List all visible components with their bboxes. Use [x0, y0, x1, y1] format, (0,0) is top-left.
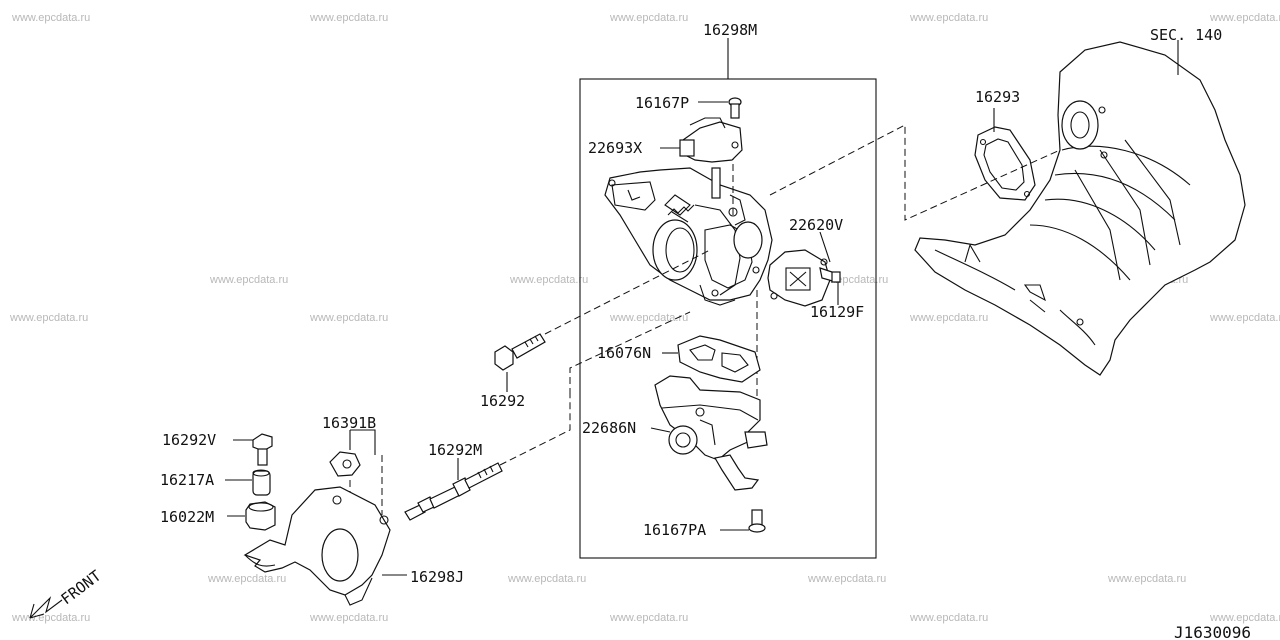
watermark: www.epcdata.ru [909, 312, 988, 324]
watermark: www.epcdata.ru [909, 612, 988, 624]
watermark: www.epcdata.ru [509, 274, 588, 286]
watermark: www.epcdata.ru [609, 312, 688, 324]
watermark: www.epcdata.ru [1209, 312, 1280, 324]
label-16167p: 16167P [635, 94, 689, 112]
watermark: www.epcdata.ru [507, 573, 586, 585]
label-16391b: 16391B [322, 414, 376, 432]
label-16022m: 16022M [160, 508, 214, 526]
label-16292m: 16292M [428, 441, 482, 459]
watermark: www.epcdata.ru [1209, 12, 1280, 24]
screw-16167pa [748, 509, 766, 533]
label-22693x: 22693X [588, 139, 642, 157]
throttle-body [604, 167, 773, 306]
watermark: www.epcdata.ru [11, 12, 90, 24]
watermark: www.epcdata.ru [609, 12, 688, 24]
dashed-assembly-line [569, 311, 691, 395]
watermark: www.epcdata.ru [1209, 612, 1280, 624]
label-16129f: 16129F [810, 303, 864, 321]
front-arrow-icon [29, 596, 63, 619]
intake-manifold [914, 40, 1246, 376]
leader-line [349, 429, 376, 455]
watermark: www.epcdata.ru [807, 573, 886, 585]
label-16167pa: 16167PA [643, 521, 706, 539]
watermark: www.epcdata.ru [309, 12, 388, 24]
watermark: www.epcdata.ru [609, 612, 688, 624]
label-16292: 16292 [480, 392, 525, 410]
label-16292v: 16292V [162, 431, 216, 449]
dashed-assembly-line [499, 395, 571, 466]
watermark: www.epcdata.ru [909, 12, 988, 24]
dashed-assembly-line [769, 124, 1061, 221]
label-16217a: 16217A [160, 471, 214, 489]
label-22686n: 22686N [582, 419, 636, 437]
bracket-16298j [243, 486, 391, 606]
throttle-sensor [767, 249, 831, 307]
bolt-16292 [494, 333, 546, 371]
label-16298m: 16298M [703, 21, 757, 39]
label-sec-140: SEC. 140 [1150, 26, 1222, 44]
grommet-16022m [245, 501, 276, 531]
sensor-22693x [679, 117, 743, 163]
leader-line [819, 231, 831, 263]
stud-16292m [404, 462, 503, 521]
watermark: www.epcdata.ru [11, 612, 90, 624]
label-16076n: 16076N [597, 344, 651, 362]
gasket-16076n [677, 335, 761, 383]
label-16293: 16293 [975, 88, 1020, 106]
label-16298j: 16298J [410, 568, 464, 586]
bolt-16292v [252, 433, 273, 466]
watermark: www.epcdata.ru [207, 573, 286, 585]
leader-line [650, 427, 671, 433]
watermark: www.epcdata.ru [309, 312, 388, 324]
drawing-number: J1630096 [1174, 623, 1251, 640]
iacv-22686n [654, 375, 768, 491]
dashed-assembly-line [544, 249, 711, 335]
screw-16167p [728, 97, 742, 119]
grommet-16391b [329, 451, 361, 477]
manifold-gasket [974, 108, 1036, 201]
collar-16217a [252, 469, 271, 496]
front-label: FRONT [58, 567, 105, 609]
watermark: www.epcdata.ru [209, 274, 288, 286]
watermark: www.epcdata.ru [9, 312, 88, 324]
watermark: www.epcdata.ru [309, 612, 388, 624]
watermark: www.epcdata.ru [1107, 573, 1186, 585]
screw-16129f [819, 267, 841, 283]
label-22620v: 22620V [789, 216, 843, 234]
